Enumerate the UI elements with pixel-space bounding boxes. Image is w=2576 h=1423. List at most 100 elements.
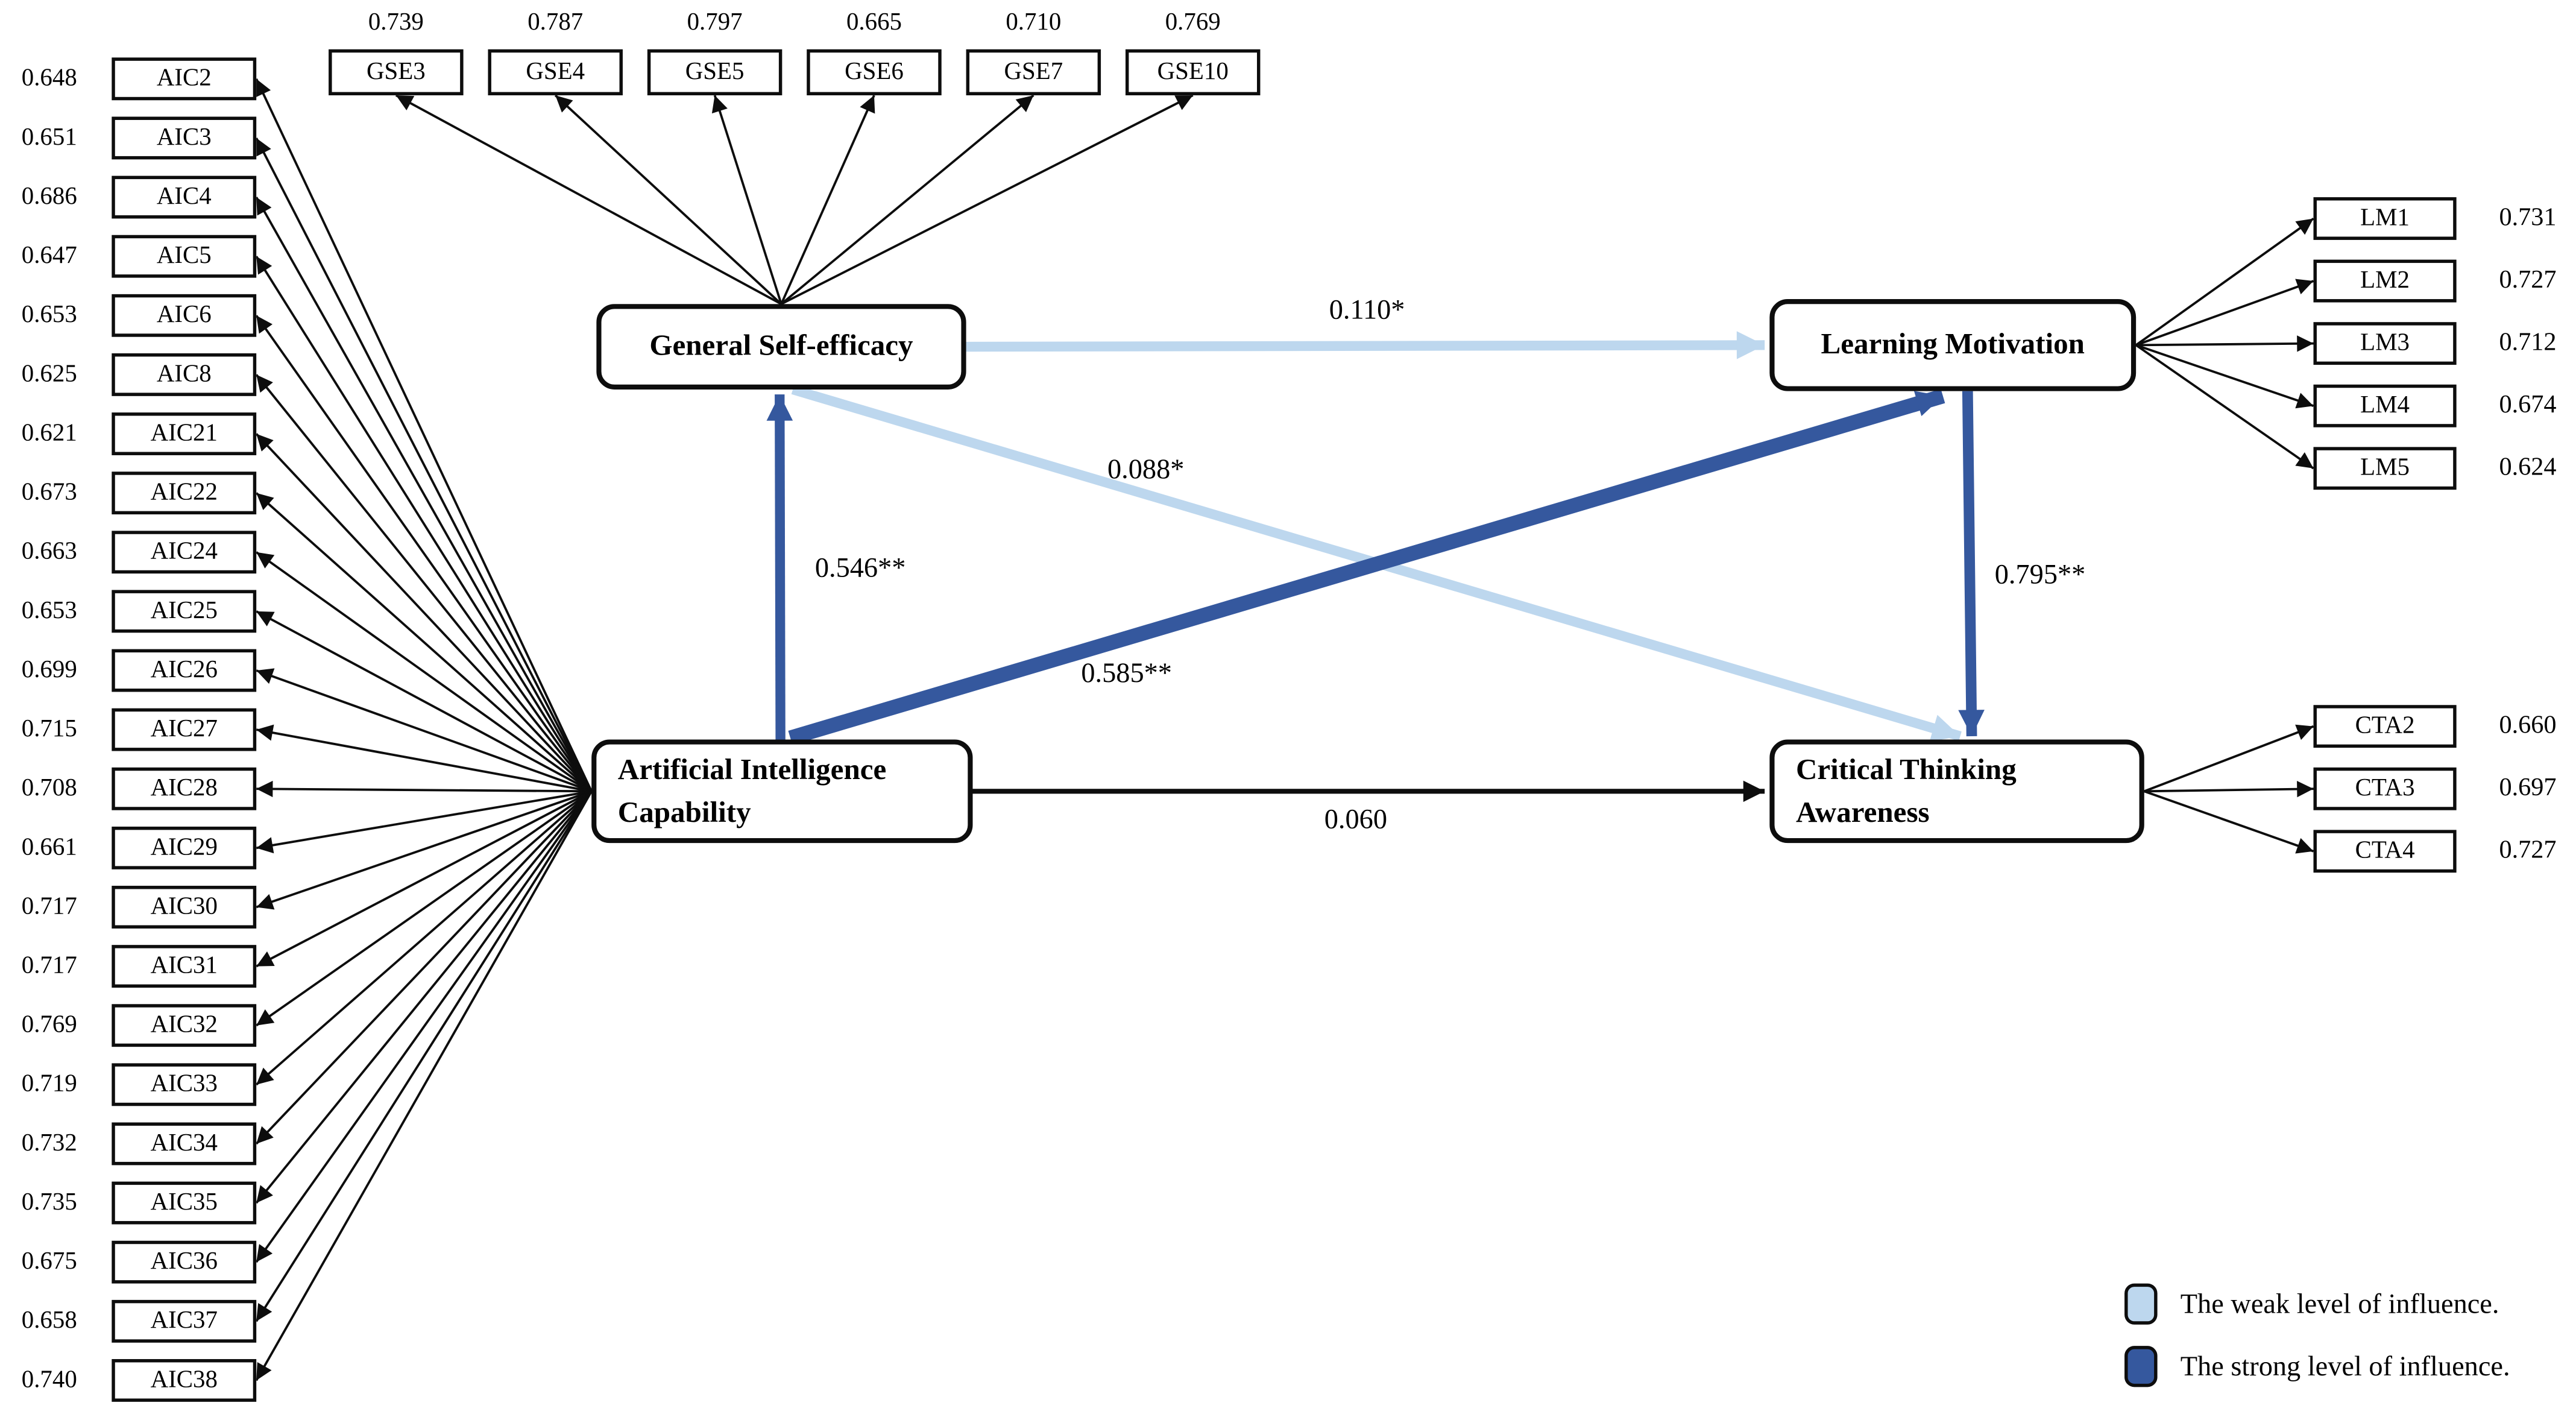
indicator-label: AIC4 <box>156 183 212 210</box>
loading-value: 0.710 <box>1006 10 1062 36</box>
indicator-label: AIC25 <box>150 597 218 624</box>
loading-arrow-gse <box>395 94 782 305</box>
loading-value: 0.661 <box>21 834 77 860</box>
loading-value: 0.653 <box>21 597 77 624</box>
lm-indicator-row: LM2 0.727 <box>2313 259 2572 303</box>
indicator-label: LM5 <box>2360 454 2410 481</box>
indicator-label: GSE10 <box>1157 58 1229 85</box>
aic-indicator-column: 0.648 AIC2 0.651 AIC3 0.686 AIC4 0.647 A… <box>13 57 257 1402</box>
indicator-box: LM5 <box>2313 447 2457 490</box>
indicator-box: AIC30 <box>112 886 257 929</box>
aic-indicator-row: 0.673 AIC22 <box>13 472 257 515</box>
path-coefficient-aic-lm: 0.585** <box>1081 657 1172 689</box>
loading-value: 0.686 <box>21 183 77 210</box>
cta-indicator-row: CTA4 0.727 <box>2313 830 2572 873</box>
loading-arrow-aic <box>255 492 593 792</box>
indicator-label: AIC35 <box>150 1188 218 1216</box>
indicator-label: GSE5 <box>685 58 745 85</box>
loading-arrow-aic <box>256 668 592 793</box>
loading-arrow-aic <box>256 551 593 792</box>
loading-arrow-aic <box>255 790 593 1263</box>
indicator-box: AIC27 <box>112 708 257 751</box>
loading-value: 0.712 <box>2499 329 2557 357</box>
aic-indicator-row: 0.717 AIC30 <box>13 886 257 929</box>
loading-value: 0.739 <box>368 10 424 36</box>
indicator-box: LM2 <box>2313 259 2457 303</box>
indicator-box: AIC3 <box>112 116 257 160</box>
loading-arrow-lm <box>2135 217 2314 346</box>
indicator-box: GSE3 <box>329 49 464 96</box>
aic-indicator-row: 0.621 AIC21 <box>13 412 257 455</box>
indicator-label: GSE6 <box>845 58 904 85</box>
indicator-box: AIC6 <box>112 294 257 337</box>
indicator-box: AIC24 <box>112 531 257 574</box>
loading-arrow-gse <box>780 95 875 304</box>
loading-value: 0.708 <box>21 775 77 801</box>
gse-indicator-cell: 0.787 GSE4 <box>488 10 623 96</box>
loading-arrow-aic <box>256 724 592 793</box>
indicator-label: AIC2 <box>156 65 212 92</box>
path-coefficient-lm-cta: 0.795** <box>1994 558 2086 590</box>
loading-value: 0.731 <box>2499 203 2557 232</box>
indicator-box: GSE5 <box>647 49 783 96</box>
loading-value: 0.660 <box>2499 712 2557 740</box>
loading-arrow-lm <box>2135 344 2314 409</box>
indicator-box: AIC22 <box>112 472 257 515</box>
aic-indicator-row: 0.686 AIC4 <box>13 175 257 219</box>
indicator-box: AIC8 <box>112 353 257 396</box>
loading-value: 0.797 <box>687 10 743 36</box>
lm-indicator-row: LM1 0.731 <box>2313 197 2572 240</box>
loading-value: 0.699 <box>21 656 77 683</box>
indicator-box: AIC36 <box>112 1240 257 1284</box>
loading-value: 0.651 <box>21 124 77 151</box>
aic-indicator-row: 0.732 AIC34 <box>13 1122 257 1166</box>
loading-arrow-aic <box>256 790 592 854</box>
loading-arrow-aic <box>255 197 593 792</box>
loading-value: 0.647 <box>21 242 77 269</box>
aic-indicator-row: 0.648 AIC2 <box>13 57 257 101</box>
aic-indicator-row: 0.651 AIC3 <box>13 116 257 160</box>
path-coefficient-gse-cta: 0.088* <box>1107 453 1185 485</box>
indicator-label: AIC22 <box>150 479 218 506</box>
path-gse-to-lm <box>966 331 1765 359</box>
indicator-label: AIC26 <box>150 656 218 683</box>
lm-indicator-row: LM3 0.712 <box>2313 322 2572 365</box>
aic-indicator-row: 0.663 AIC24 <box>13 531 257 574</box>
indicator-box: AIC2 <box>112 57 257 101</box>
indicator-box: AIC38 <box>112 1358 257 1402</box>
loading-value: 0.727 <box>2499 836 2557 865</box>
indicator-box: AIC4 <box>112 175 257 219</box>
indicator-label: GSE4 <box>526 58 585 85</box>
loading-arrow-cta <box>2144 781 2314 798</box>
indicator-label: LM2 <box>2360 267 2410 294</box>
loading-value: 0.697 <box>2499 774 2557 803</box>
aic-indicator-row: 0.699 AIC26 <box>13 649 257 692</box>
aic-indicator-row: 0.717 AIC31 <box>13 945 257 988</box>
loading-arrow-aic <box>255 374 593 792</box>
legend-weak-swatch <box>2124 1283 2158 1325</box>
path-coefficient-aic-cta: 0.060 <box>1324 803 1388 835</box>
aic-indicator-row: 0.625 AIC8 <box>13 353 257 396</box>
loading-arrow-aic <box>255 433 593 792</box>
loading-value: 0.625 <box>21 361 77 387</box>
cta-indicator-row: CTA2 0.660 <box>2313 705 2572 748</box>
loading-arrow-aic <box>255 790 593 1322</box>
loading-value: 0.674 <box>2499 391 2557 420</box>
indicator-box: AIC35 <box>112 1181 257 1225</box>
indicator-box: AIC21 <box>112 412 257 455</box>
loading-arrow-lm <box>2135 344 2314 470</box>
indicator-label: AIC27 <box>150 715 218 742</box>
indicator-label: CTA2 <box>2355 712 2415 739</box>
indicator-label: CTA4 <box>2355 837 2415 864</box>
indicator-box: AIC5 <box>112 235 257 278</box>
indicator-box: GSE6 <box>807 49 942 96</box>
loading-value: 0.663 <box>21 538 77 565</box>
loading-value: 0.675 <box>21 1248 77 1275</box>
loading-arrow-lm <box>2136 335 2314 352</box>
indicator-box: AIC34 <box>112 1122 257 1166</box>
loading-arrow-gse <box>781 94 1194 305</box>
indicator-box: GSE7 <box>966 49 1101 96</box>
loading-value: 0.673 <box>21 479 77 506</box>
aic-indicator-row: 0.769 AIC32 <box>13 1004 257 1047</box>
